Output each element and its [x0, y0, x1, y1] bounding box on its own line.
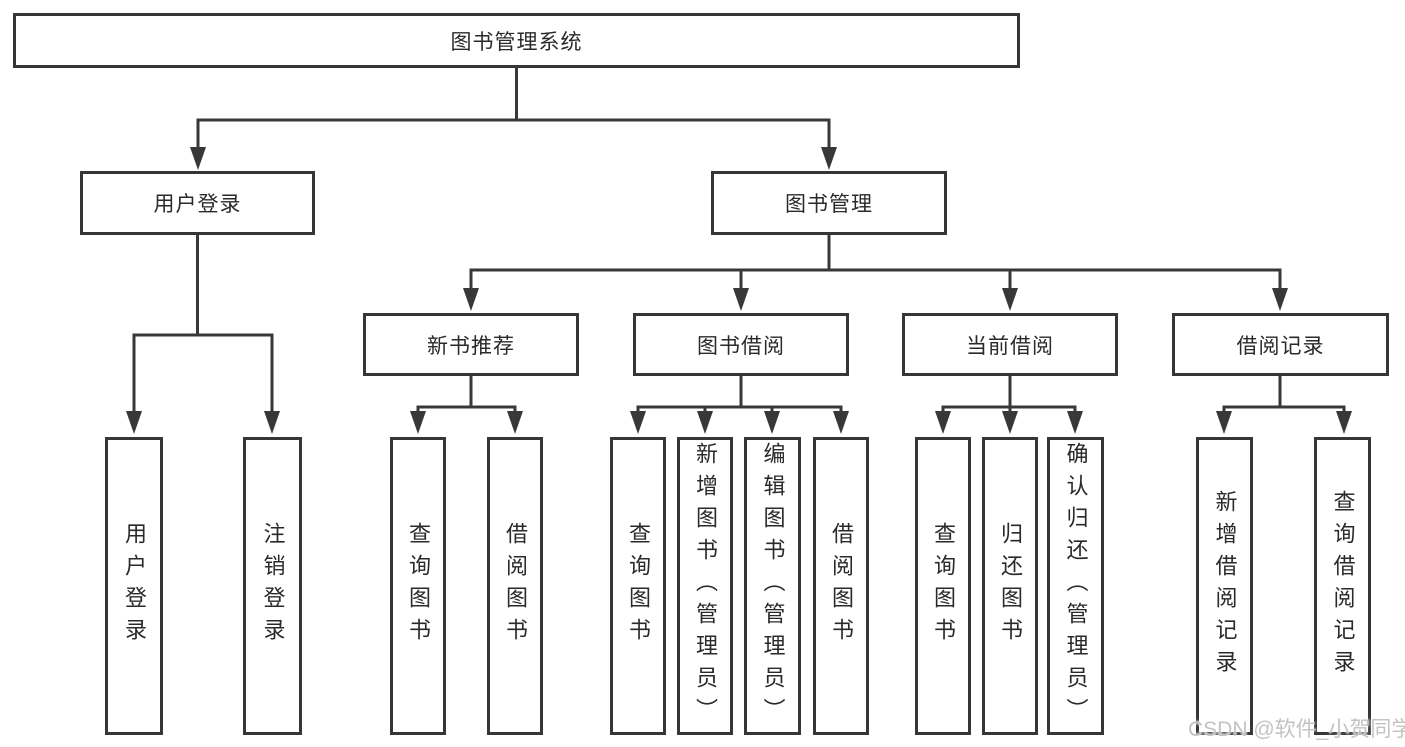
node-borrow-records: 借阅记录: [1172, 313, 1389, 376]
arrowhead: [821, 147, 837, 170]
arrowhead: [1002, 288, 1018, 311]
edge-userlogin-to-leaves: [132, 235, 274, 414]
node-br-query-record: 查询借阅记录: [1314, 437, 1371, 735]
node-leaf-logout: 注销登录: [243, 437, 302, 735]
node-br-add-record: 新增借阅记录: [1196, 437, 1253, 735]
arrowhead: [733, 288, 749, 311]
node-cb-return-books: 归还图书: [982, 437, 1038, 735]
node-system: 图书管理系统: [13, 13, 1020, 68]
edge-currentborrow-to-leaves: [941, 376, 1077, 414]
node-bb-borrow-books: 借阅图书: [813, 437, 869, 735]
edge-newbook-to-leaves: [416, 376, 517, 414]
edge-bookborrow-to-leaves: [636, 376, 843, 414]
edge-bookmgmt-to-level3: [469, 235, 1282, 291]
node-bb-query-books: 查询图书: [610, 437, 666, 735]
node-user-login: 用户登录: [80, 171, 315, 235]
node-nb-query-books: 查询图书: [390, 437, 446, 735]
arrowhead: [463, 288, 479, 311]
arrowhead: [764, 411, 780, 434]
arrowhead: [264, 411, 280, 434]
node-book-borrow: 图书借阅: [633, 313, 849, 376]
arrowhead: [630, 411, 646, 434]
edge-root-to-level2: [196, 68, 831, 149]
node-current-borrow: 当前借阅: [902, 313, 1118, 376]
arrowhead: [697, 411, 713, 434]
arrowhead: [507, 411, 523, 434]
arrowhead: [1067, 411, 1083, 434]
arrowhead: [410, 411, 426, 434]
node-new-book-recommend: 新书推荐: [363, 313, 579, 376]
arrowhead: [126, 411, 142, 434]
edge-borrowrecords-to-leaves: [1222, 376, 1346, 414]
arrowhead: [833, 411, 849, 434]
node-bb-add-books-admin: 新增图书（管理员）: [677, 437, 733, 735]
node-bb-edit-books-admin: 编辑图书（管理员）: [744, 437, 801, 735]
node-leaf-user-login: 用户登录: [105, 437, 163, 735]
csdn-watermark: CSDN @软件_小贺同学: [1188, 718, 1405, 741]
arrowhead: [1216, 411, 1232, 434]
arrowhead: [1002, 411, 1018, 434]
node-book-management: 图书管理: [711, 171, 947, 235]
node-nb-borrow-books: 借阅图书: [487, 437, 543, 735]
arrowhead: [1272, 288, 1288, 311]
arrowhead: [190, 147, 206, 170]
arrowhead: [935, 411, 951, 434]
node-cb-confirm-return-admin: 确认归还（管理员）: [1047, 437, 1104, 735]
node-cb-query-books: 查询图书: [915, 437, 971, 735]
arrowhead: [1336, 411, 1352, 434]
